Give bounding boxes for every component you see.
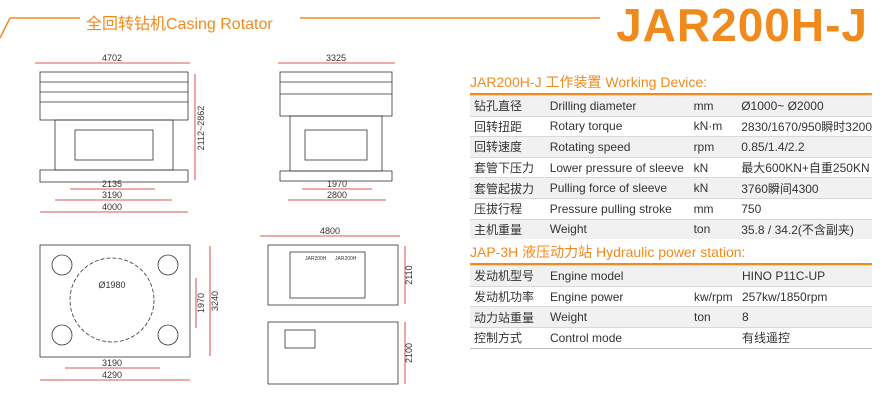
spec-value: 0.85/1.4/2.2 — [737, 136, 872, 158]
spec-name-en: Engine power — [546, 285, 690, 307]
spec-unit: mm — [689, 95, 738, 117]
table-bottom-rule — [470, 347, 872, 349]
power-section-title: JAP-3H 液压动力站 Hydraulic power station: — [470, 244, 746, 261]
top-h1-label: 1970 — [196, 293, 206, 313]
spec-name-cn: 压拔行程 — [470, 197, 546, 220]
front-width-label: 4702 — [102, 53, 122, 63]
spec-value: 3760瞬间4300 — [737, 177, 872, 199]
spec-name-en: Weight — [546, 306, 690, 328]
power-front-height-label: 2100 — [404, 343, 414, 363]
spec-unit: kN·m — [689, 115, 738, 137]
spec-name-cn: 套管起拔力 — [470, 177, 546, 199]
power-station-drawing: 4800 JAR200H JAR200H 2110 2100 — [260, 226, 414, 385]
spec-value: 257kw/1850rpm — [738, 285, 872, 307]
spec-name-cn: 发动机型号 — [470, 265, 546, 287]
spec-name-en: Rotating speed — [545, 136, 690, 158]
front-height-label: 2112~2862 — [196, 106, 206, 151]
spec-name-cn: 钻孔直径 — [470, 95, 546, 117]
front-view-drawing: 4702 2112~2862 2135 3190 4000 — [35, 53, 206, 213]
front-dim1-label: 2135 — [102, 179, 122, 189]
spec-value: HINO P11C-UP — [738, 265, 872, 287]
spec-value: Ø1000~ Ø2000 — [737, 95, 872, 117]
spec-name-en: Pressure pulling stroke — [545, 197, 690, 220]
spec-name-en: Engine model — [546, 265, 690, 287]
top-view-drawing: Ø1980 1970 3240 3190 4290 — [39, 244, 220, 381]
top-w2-label: 4290 — [102, 370, 122, 380]
power-height-label: 2110 — [404, 265, 414, 284]
spec-name-cn: 发动机功率 — [470, 285, 546, 307]
header-rule — [0, 17, 600, 39]
spec-name-en: Pulling force of sleeve — [545, 177, 690, 199]
spec-value: 有线遥控 — [738, 326, 872, 348]
spec-name-en: Weight — [545, 218, 690, 240]
side-dim2-label: 2800 — [327, 190, 347, 200]
spec-value: 2830/1670/950瞬时3200 — [737, 115, 872, 137]
spec-value: 35.8 / 34.2(不含副夹) — [737, 218, 872, 240]
spec-name-cn: 动力站重量 — [470, 306, 546, 328]
spec-value: 最大600KN+自重250KN — [737, 156, 872, 178]
side-dim1-label: 1970 — [327, 179, 347, 189]
side-width-label: 3325 — [326, 53, 346, 63]
spec-unit: kN — [689, 177, 738, 199]
spec-name-cn: 回转速度 — [470, 136, 546, 158]
page-header: 全回转钻机Casing Rotator JAR200H-J — [0, 0, 880, 51]
spec-name-en: Control mode — [546, 326, 690, 348]
power-label-2: JAR200H — [335, 256, 357, 262]
front-dim2-label: 3190 — [102, 190, 122, 200]
spec-unit — [690, 326, 738, 348]
spec-name-cn: 主机重量 — [470, 218, 546, 240]
spec-unit: ton — [690, 306, 738, 328]
spec-name-en: Drilling diameter — [545, 95, 690, 117]
page-subtitle: 全回转钻机Casing Rotator — [86, 16, 273, 33]
spec-unit: rpm — [689, 136, 738, 158]
spec-unit — [690, 265, 738, 287]
spec-unit: kw/rpm — [690, 285, 738, 307]
device-section-title: JAR200H-J 工作装置 Working Device: — [470, 74, 708, 90]
top-diameter-label: Ø1980 — [98, 280, 125, 290]
spec-unit: mm — [689, 197, 738, 220]
power-title-rule — [470, 263, 872, 266]
power-label-1: JAR200H — [305, 256, 327, 262]
top-h2-label: 3240 — [210, 291, 220, 311]
spec-value: 8 — [738, 306, 872, 328]
spec-name-en: Rotary torque — [545, 115, 690, 137]
model-title: JAR200H-J — [616, 0, 868, 51]
spec-value: 750 — [737, 197, 872, 220]
front-dim3-label: 4000 — [102, 202, 122, 212]
spec-unit: kN — [689, 156, 738, 178]
spec-unit: ton — [689, 218, 738, 240]
device-title-rule — [470, 93, 872, 95]
spec-name-cn: 回转扭距 — [470, 115, 546, 137]
spec-name-cn: 套管下压力 — [470, 156, 546, 178]
side-view-drawing: 3325 1970 2800 — [278, 53, 395, 201]
spec-name-cn: 控制方式 — [470, 326, 546, 348]
power-width-label: 4800 — [320, 226, 340, 236]
top-w1-label: 3190 — [102, 358, 122, 368]
technical-drawings: 4702 2112~2862 2135 3190 4000 3325 1970 … — [35, 53, 414, 385]
spec-name-en: Lower pressure of sleeve — [545, 156, 690, 178]
